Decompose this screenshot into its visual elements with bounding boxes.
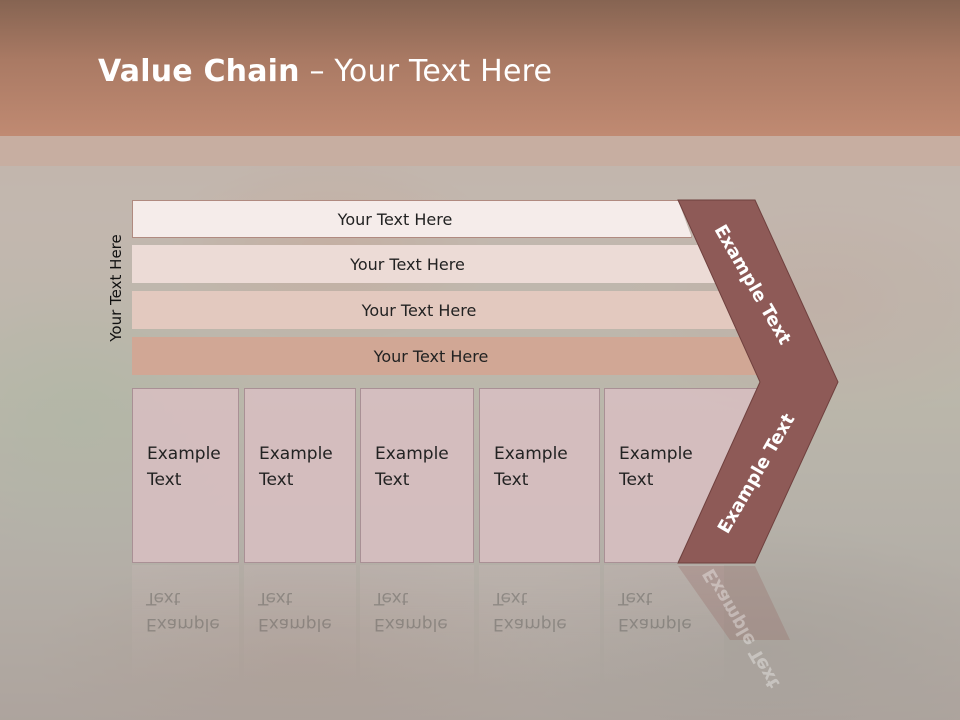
- title-bar-strip: [0, 136, 960, 166]
- margin-chevron-shape: [677, 199, 839, 564]
- primary-activity-box-4[interactable]: Example Text: [479, 388, 600, 563]
- support-band-3[interactable]: Your Text Here: [132, 291, 740, 329]
- box-2-line-1: Example: [259, 444, 333, 464]
- slide-title-bold: Value Chain: [98, 54, 300, 89]
- box-4-line-2: Text: [494, 470, 529, 490]
- box-3-line-1: Example: [375, 444, 449, 464]
- box-4-line-1: Example: [494, 444, 568, 464]
- box-5-line-2: Text: [619, 470, 654, 490]
- primary-activity-box-1[interactable]: Example Text: [132, 388, 239, 563]
- primary-activity-box-3[interactable]: Example Text: [360, 388, 474, 563]
- box-3-line-2: Text: [375, 470, 410, 490]
- box-2-line-2: Text: [259, 470, 294, 490]
- box-1-line-2: Text: [147, 470, 182, 490]
- title-bar: [0, 0, 960, 136]
- slide-title[interactable]: Value Chain – Your Text Here: [98, 54, 552, 89]
- box-1-line-1: Example: [147, 444, 221, 464]
- primary-activity-box-2[interactable]: Example Text: [244, 388, 356, 563]
- support-band-2[interactable]: Your Text Here: [132, 245, 717, 283]
- support-band-4[interactable]: Your Text Here: [132, 337, 764, 375]
- support-band-1[interactable]: Your Text Here: [132, 200, 692, 238]
- margin-chevron-reflection: [678, 566, 790, 640]
- box-5-line-1: Example: [619, 444, 693, 464]
- slide-title-rest: – Your Text Here: [299, 54, 553, 89]
